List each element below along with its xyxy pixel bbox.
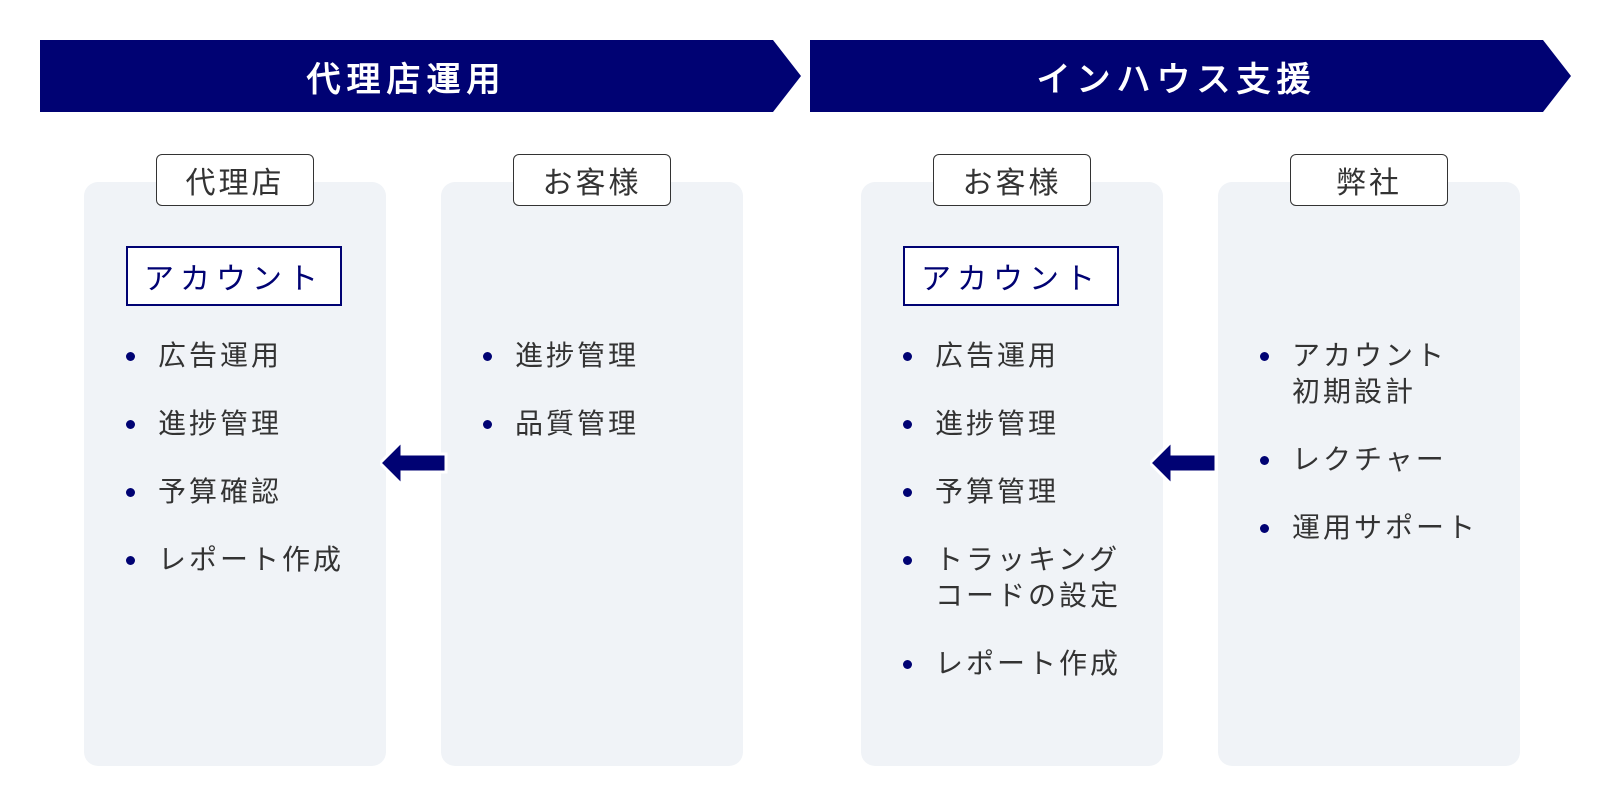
list-item: 広告運用 <box>126 338 344 374</box>
list-item: 運用サポート <box>1260 510 1478 546</box>
banner-agency-operation-label: 代理店運用 <box>306 59 507 100</box>
list-item: アカウント 初期設計 <box>1260 338 1478 410</box>
banner-inhouse-support: インハウス支援 <box>810 40 1571 112</box>
list-item: 予算確認 <box>126 474 344 510</box>
our-company-task-list: アカウント 初期設計 レクチャー 運用サポート <box>1260 338 1478 578</box>
panel-client-tag: お客様 <box>933 154 1091 206</box>
arrow-left-icon <box>380 441 448 485</box>
agency-task-list: 広告運用 進捗管理 予算確認 レポート作成 <box>126 338 344 610</box>
list-item: レクチャー <box>1260 442 1478 478</box>
panel-agency: 代理店 アカウント 広告運用 進捗管理 予算確認 レポート作成 <box>84 154 386 766</box>
list-item: 予算管理 <box>903 474 1121 510</box>
list-item: トラッキング コードの設定 <box>903 542 1121 614</box>
account-box: アカウント <box>903 246 1119 306</box>
panel-agency-tag: 代理店 <box>156 154 314 206</box>
list-item: 進捗管理 <box>903 406 1121 442</box>
banner-inhouse-support-label: インハウス支援 <box>1036 59 1317 100</box>
banner-agency-operation: 代理店運用 <box>40 40 801 112</box>
panel-client-agency-section: お客様 進捗管理 品質管理 <box>441 154 743 766</box>
client-task-list: 進捗管理 品質管理 <box>483 338 639 474</box>
panel-client-inhouse-section: お客様 アカウント 広告運用 進捗管理 予算管理 トラッキング コードの設定 レ… <box>861 154 1163 766</box>
panel-our-company-tag: 弊社 <box>1290 154 1448 206</box>
account-box: アカウント <box>126 246 342 306</box>
panel-client-tag: お客様 <box>513 154 671 206</box>
client-inhouse-task-list: 広告運用 進捗管理 予算管理 トラッキング コードの設定 レポート作成 <box>903 338 1121 714</box>
list-item: レポート作成 <box>126 542 344 578</box>
panel-our-company: 弊社 アカウント 初期設計 レクチャー 運用サポート <box>1218 154 1520 766</box>
list-item: 品質管理 <box>483 406 639 442</box>
list-item: 進捗管理 <box>483 338 639 374</box>
list-item: 広告運用 <box>903 338 1121 374</box>
arrow-left-icon <box>1150 441 1218 485</box>
list-item: 進捗管理 <box>126 406 344 442</box>
list-item: レポート作成 <box>903 646 1121 682</box>
